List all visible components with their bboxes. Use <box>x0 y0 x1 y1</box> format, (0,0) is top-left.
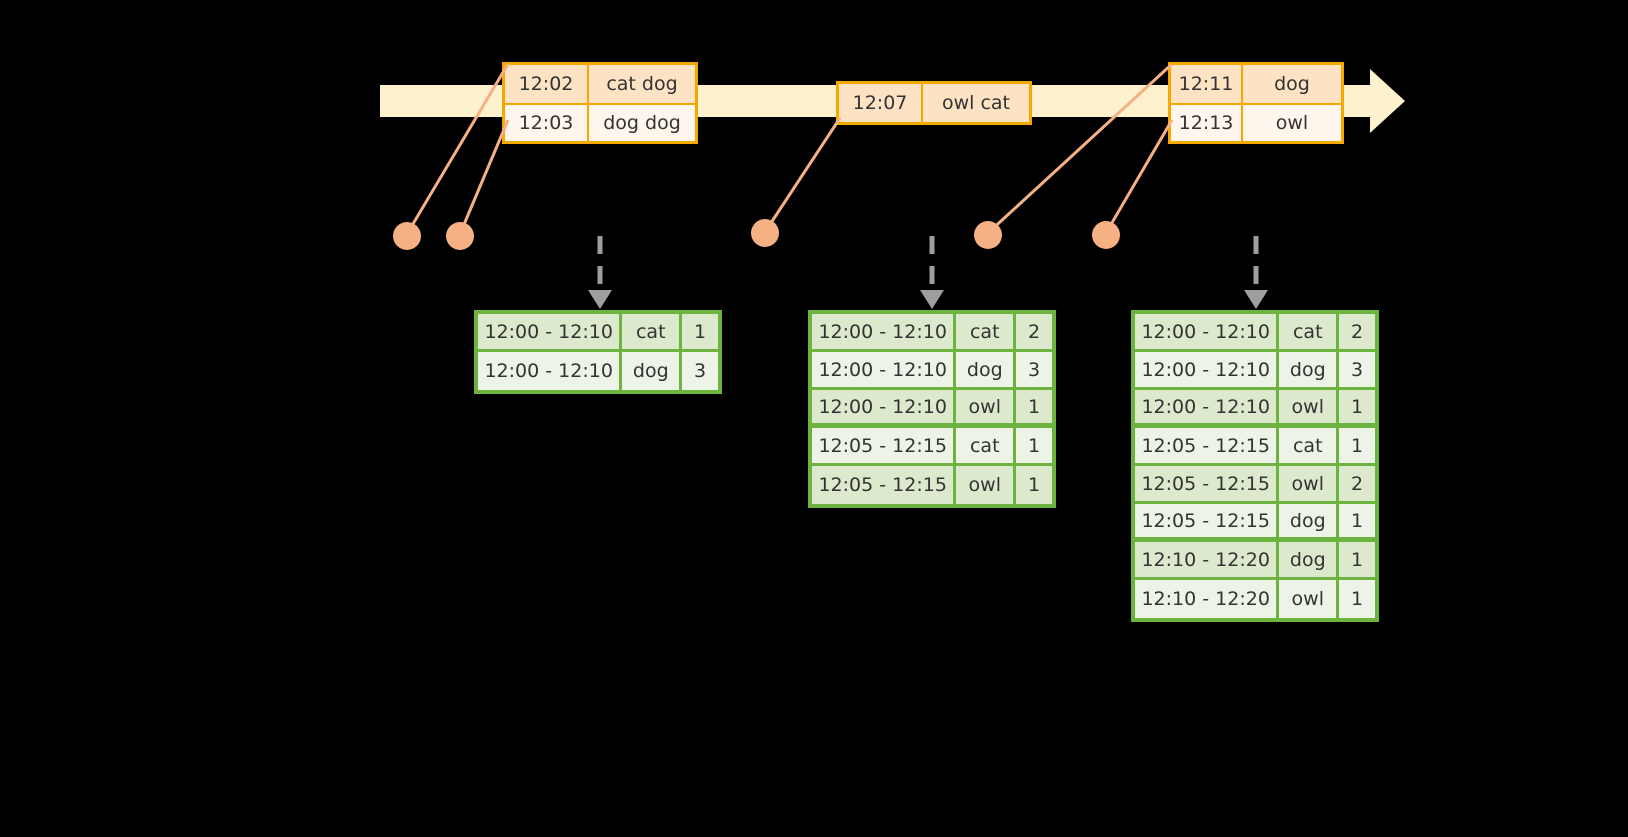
table-row: 12:00 - 12:10 owl 1 <box>812 390 1052 428</box>
window-range: 12:00 - 12:10 <box>478 314 623 352</box>
connector-dot <box>974 221 1002 249</box>
table-row: 12:05 - 12:15 owl 1 <box>812 466 1052 504</box>
event-row: 12:11 dog <box>1171 65 1341 103</box>
event-time: 12:13 <box>1171 105 1243 141</box>
window-range: 12:00 - 12:10 <box>1135 390 1280 428</box>
word-key: owl <box>1279 580 1340 618</box>
timeline-arrowhead-icon <box>1370 69 1405 133</box>
result-table-3: 12:00 - 12:10 cat 2 12:00 - 12:10 dog 3 … <box>1131 310 1379 622</box>
window-range: 12:05 - 12:15 <box>1135 466 1280 504</box>
event-card-1: 12:02 cat dog 12:03 dog dog <box>502 62 698 144</box>
word-key: cat <box>1279 428 1340 466</box>
event-words: owl cat <box>923 84 1029 122</box>
flow-arrow-head-icon <box>920 290 944 309</box>
word-key: owl <box>1279 390 1340 428</box>
table-row: 12:10 - 12:20 dog 1 <box>1135 542 1375 580</box>
window-range: 12:05 - 12:15 <box>1135 504 1280 542</box>
table-row: 12:00 - 12:10 cat 1 <box>478 314 718 352</box>
event-card-2: 12:07 owl cat <box>836 81 1032 125</box>
window-range: 12:05 - 12:15 <box>1135 428 1280 466</box>
event-row: 12:02 cat dog <box>505 65 695 103</box>
connector-dot <box>1092 221 1120 249</box>
event-row: 12:03 dog dog <box>505 103 695 141</box>
word-count: 3 <box>1016 352 1052 390</box>
table-row: 12:00 - 12:10 cat 2 <box>1135 314 1375 352</box>
flow-arrow-head-icon <box>1244 290 1268 309</box>
word-key: owl <box>956 466 1017 504</box>
word-count: 3 <box>1339 352 1375 390</box>
table-row: 12:05 - 12:15 dog 1 <box>1135 504 1375 542</box>
window-range: 12:00 - 12:10 <box>478 352 623 390</box>
connector-line <box>763 117 842 233</box>
event-words: dog <box>1243 65 1341 103</box>
connector-line <box>1104 119 1174 234</box>
word-key: cat <box>1279 314 1340 352</box>
word-count: 1 <box>1339 580 1375 618</box>
table-row: 12:00 - 12:10 dog 3 <box>812 352 1052 390</box>
word-count: 1 <box>1339 390 1375 428</box>
window-range: 12:05 - 12:15 <box>812 466 957 504</box>
connector-line <box>458 119 510 235</box>
word-key: owl <box>956 390 1017 428</box>
word-count: 1 <box>1339 542 1375 580</box>
word-key: dog <box>1279 542 1340 580</box>
table-row: 12:00 - 12:10 dog 3 <box>478 352 718 390</box>
word-count: 2 <box>1016 314 1052 352</box>
word-count: 1 <box>1016 428 1052 466</box>
word-count: 3 <box>682 352 718 390</box>
window-range: 12:00 - 12:10 <box>812 314 957 352</box>
event-time: 12:11 <box>1171 65 1243 103</box>
connector-dot-group <box>393 219 1120 250</box>
word-count: 1 <box>1339 504 1375 542</box>
table-row: 12:10 - 12:20 owl 1 <box>1135 580 1375 618</box>
word-key: dog <box>1279 352 1340 390</box>
window-range: 12:10 - 12:20 <box>1135 542 1280 580</box>
word-count: 1 <box>1339 428 1375 466</box>
word-key: cat <box>956 314 1017 352</box>
window-range: 12:00 - 12:10 <box>1135 314 1280 352</box>
word-key: dog <box>1279 504 1340 542</box>
event-time: 12:07 <box>839 84 923 122</box>
event-time: 12:03 <box>505 105 589 141</box>
event-row: 12:07 owl cat <box>839 84 1029 122</box>
word-key: dog <box>956 352 1017 390</box>
event-card-3: 12:11 dog 12:13 owl <box>1168 62 1344 144</box>
table-row: 12:05 - 12:15 cat 1 <box>812 428 1052 466</box>
window-range: 12:00 - 12:10 <box>1135 352 1280 390</box>
window-range: 12:10 - 12:20 <box>1135 580 1280 618</box>
window-range: 12:05 - 12:15 <box>812 428 957 466</box>
word-count: 1 <box>682 314 718 352</box>
connector-dot <box>446 222 474 250</box>
result-table-1: 12:00 - 12:10 cat 1 12:00 - 12:10 dog 3 <box>474 310 722 394</box>
word-key: cat <box>956 428 1017 466</box>
word-count: 2 <box>1339 466 1375 504</box>
event-time: 12:02 <box>505 65 589 103</box>
word-count: 2 <box>1339 314 1375 352</box>
result-table-2: 12:00 - 12:10 cat 2 12:00 - 12:10 dog 3 … <box>808 310 1056 508</box>
table-row: 12:00 - 12:10 cat 2 <box>812 314 1052 352</box>
event-words: dog dog <box>589 105 695 141</box>
connector-dot <box>393 222 421 250</box>
event-row: 12:13 owl <box>1171 103 1341 141</box>
connector-dot <box>751 219 779 247</box>
word-count: 1 <box>1016 466 1052 504</box>
word-count: 1 <box>1016 390 1052 428</box>
table-row: 12:00 - 12:10 dog 3 <box>1135 352 1375 390</box>
table-row: 12:00 - 12:10 owl 1 <box>1135 390 1375 428</box>
event-words: cat dog <box>589 65 695 103</box>
window-range: 12:00 - 12:10 <box>812 390 957 428</box>
word-key: dog <box>622 352 683 390</box>
word-key: cat <box>622 314 683 352</box>
table-row: 12:05 - 12:15 owl 2 <box>1135 466 1375 504</box>
window-range: 12:00 - 12:10 <box>812 352 957 390</box>
table-row: 12:05 - 12:15 cat 1 <box>1135 428 1375 466</box>
flow-arrow-head-icon <box>588 290 612 309</box>
event-words: owl <box>1243 105 1341 141</box>
word-key: owl <box>1279 466 1340 504</box>
